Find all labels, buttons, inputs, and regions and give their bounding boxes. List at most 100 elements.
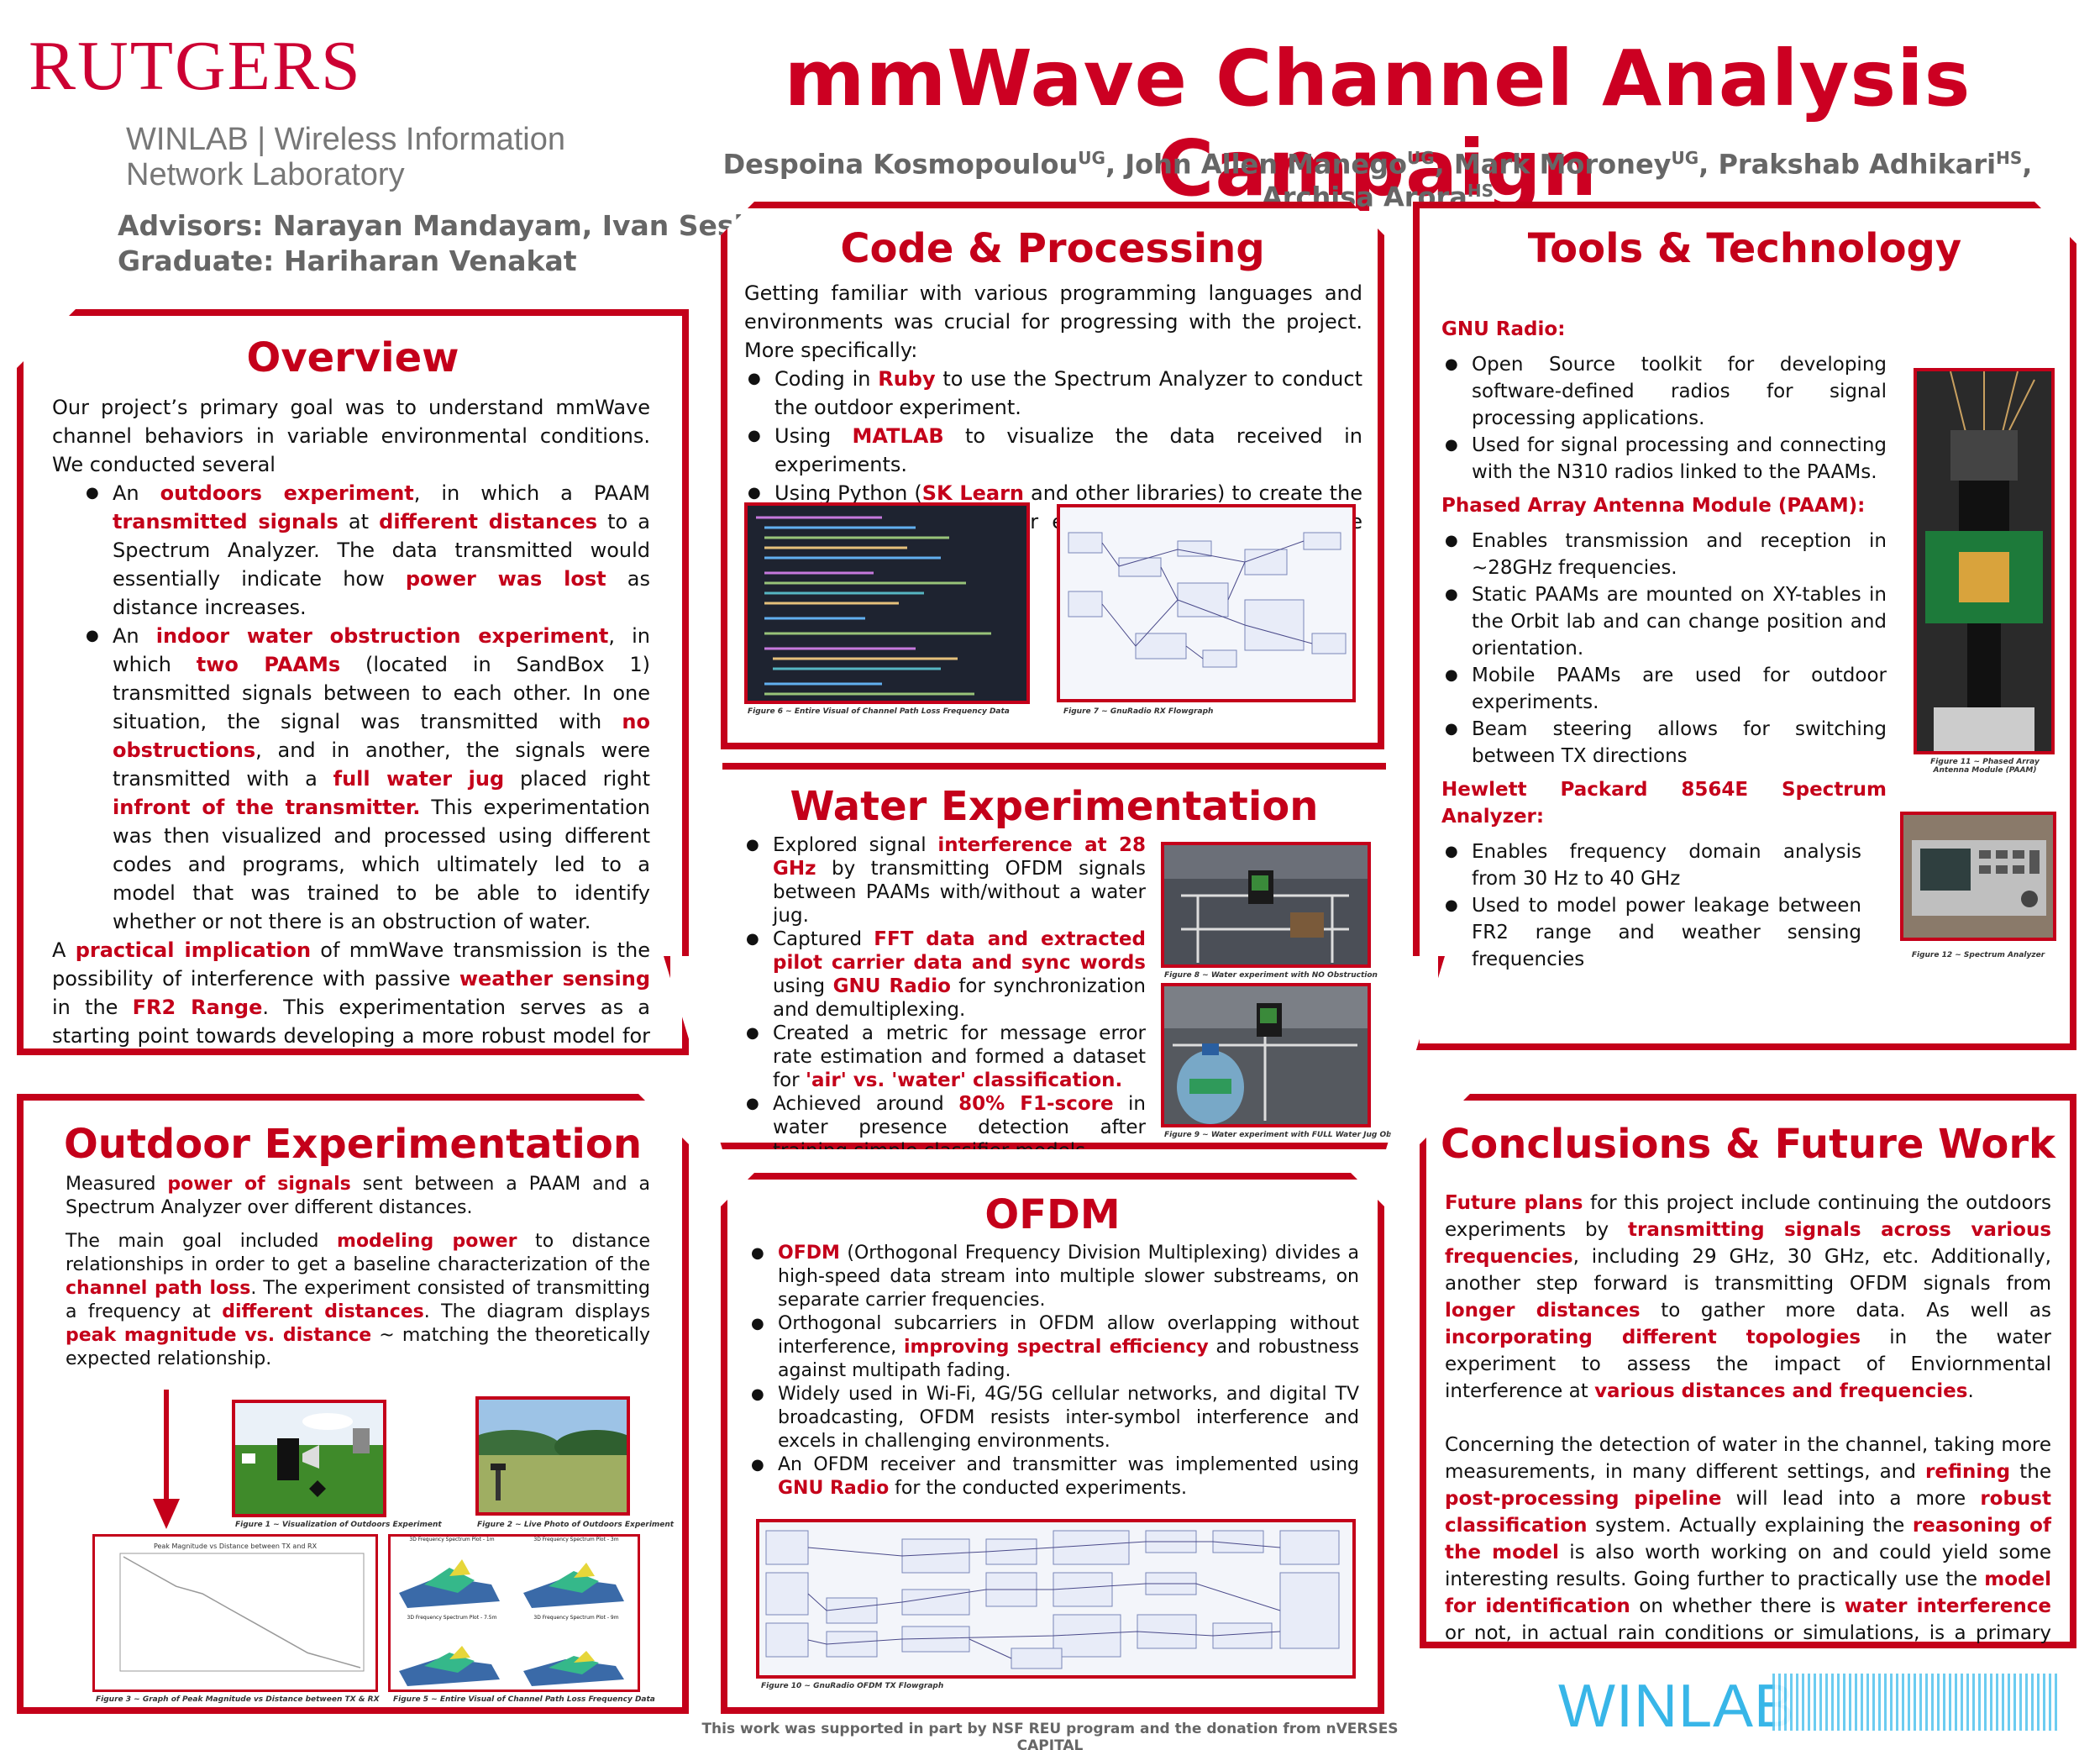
t: in the bbox=[52, 996, 133, 1019]
t: to gather more data. As well as bbox=[1640, 1300, 2051, 1322]
t: FR2 Range bbox=[132, 996, 263, 1019]
overview-title: Overview bbox=[246, 334, 459, 381]
rutgers-logo: RUTGERS bbox=[29, 27, 362, 105]
t: robust classification bbox=[1445, 1488, 2051, 1537]
down-arrow-icon bbox=[150, 1390, 183, 1532]
author: Prakshab Adhikari bbox=[1718, 148, 1997, 181]
t: . The diagram displays bbox=[423, 1301, 651, 1322]
t: Future plans bbox=[1445, 1192, 1583, 1214]
t: . bbox=[1967, 1380, 1974, 1402]
rx-flowgraph bbox=[1057, 504, 1356, 702]
t: to use the Spectrum Analyzer to conduct … bbox=[774, 367, 1362, 419]
t: different distances bbox=[222, 1301, 424, 1322]
t: GNU Radio bbox=[778, 1478, 890, 1499]
t: on whether there is bbox=[1630, 1595, 1845, 1617]
t: power of signals bbox=[167, 1174, 351, 1195]
t: two PAAMs bbox=[196, 653, 341, 676]
t: reasoning of the model bbox=[1445, 1515, 2051, 1563]
paam-photo-graphic bbox=[1917, 371, 2051, 751]
spectrum-grid: 3D Frequency Spectrum Plot - 1m 3D Frequ… bbox=[391, 1537, 638, 1690]
peak-magnitude-svg: Peak Magnitude vs Distance between TX an… bbox=[95, 1537, 375, 1690]
t: This experimentation was then visualized… bbox=[113, 796, 650, 933]
gnu-heading: GNU Radio: bbox=[1441, 318, 1566, 340]
paam-photo bbox=[1914, 368, 2055, 754]
t: (Orthogonal Frequency Division Multiplex… bbox=[778, 1243, 1359, 1311]
spectrum-plot: 3D Frequency Spectrum Plot - 1m bbox=[391, 1537, 513, 1613]
ofdm-bullet-3: Widely used in Wi-Fi, 4G/5G cellular net… bbox=[748, 1383, 1359, 1453]
paam-bullet-4: Beam steering allows for switching betwe… bbox=[1441, 716, 1887, 770]
water-panel: Water Experimentation Explored signal in… bbox=[664, 763, 1445, 1149]
outdoor-fig1-caption: Figure 1 ~ Visualization of Outdoors Exp… bbox=[235, 1521, 442, 1529]
lab-line-2: Network Laboratory bbox=[126, 157, 405, 192]
outdoor-para-1: Measured power of signals sent between a… bbox=[66, 1173, 650, 1220]
t: An OFDM receiver and transmitter was imp… bbox=[778, 1454, 1359, 1475]
t: Measured bbox=[66, 1174, 168, 1195]
t: for this project include continuing the … bbox=[1445, 1192, 2051, 1241]
ofdm-title: OFDM bbox=[984, 1191, 1121, 1238]
t: OFDM bbox=[778, 1243, 840, 1264]
water-no-obstruction-photo bbox=[1161, 842, 1371, 968]
t: or not, in actual rain conditions or sim… bbox=[1445, 1622, 2051, 1671]
t: practical implication bbox=[75, 938, 312, 962]
code-lines-graphic bbox=[748, 506, 1026, 701]
advisors: Advisors: Narayan Mandayam, Ivan Seskar bbox=[118, 209, 785, 242]
t: and robustness against multipath fading. bbox=[778, 1337, 1360, 1381]
outdoor-photo-graphic bbox=[479, 1400, 627, 1512]
advisors-block: Advisors: Narayan Mandayam, Ivan Seskar … bbox=[118, 208, 785, 279]
t: . This experimentation serves as a start… bbox=[52, 996, 650, 1105]
author: Despoina Kosmopoulou bbox=[722, 148, 1079, 181]
water-bullet-2: Captured FFT data and extracted pilot ca… bbox=[743, 928, 1146, 1022]
outdoor-body: Measured power of signals sent between a… bbox=[24, 1168, 682, 1371]
t: improving spectral efficiency bbox=[903, 1337, 1209, 1358]
water-photo-1-graphic bbox=[1164, 845, 1368, 964]
lab-line-1: WINLAB | Wireless Information bbox=[126, 122, 566, 157]
author-sup: UG bbox=[1078, 148, 1105, 168]
t: interference at 28 GHz bbox=[773, 834, 1147, 880]
spectrum-surface bbox=[391, 1621, 508, 1688]
t: to a Spectrum Analyzer. The data transmi… bbox=[113, 510, 650, 591]
water-title: Water Experimentation bbox=[790, 783, 1319, 830]
gnu-bullet-2: Used for signal processing and connectin… bbox=[1441, 432, 1887, 486]
hp-bullet-2: Used to model power leakage between FR2 … bbox=[1441, 892, 1861, 973]
t: modeling power bbox=[337, 1231, 517, 1252]
outdoor-fig5-caption: Figure 5 ~ Entire Visual of Channel Path… bbox=[393, 1695, 655, 1704]
peak-magnitude-chart: Peak Magnitude vs Distance between TX an… bbox=[92, 1534, 378, 1692]
spectrum-surface bbox=[515, 1542, 633, 1610]
spectrum-surface bbox=[515, 1621, 633, 1688]
t: by transmitting OFDM signals between PAA… bbox=[773, 858, 1146, 927]
t: at bbox=[338, 510, 380, 533]
spectrum-plots: 3D Frequency Spectrum Plot - 1m 3D Frequ… bbox=[388, 1534, 640, 1692]
code-title: Code & Processing bbox=[840, 225, 1265, 272]
paam-bullet-2: Static PAAMs are mounted on XY-tables in… bbox=[1441, 581, 1887, 662]
author: Mark Moroney bbox=[1453, 148, 1672, 181]
winlab-logo: WINLAB bbox=[1558, 1673, 1796, 1740]
conclusions-para-2: Concerning the detection of water in the… bbox=[1445, 1432, 2051, 1671]
code-intro: Getting familiar with various programmin… bbox=[744, 281, 1362, 362]
spectrum-plot-title: 3D Frequency Spectrum Plot - 9m bbox=[533, 1615, 619, 1621]
outdoor-panel: Outdoor Experimentation Measured power o… bbox=[17, 1094, 689, 1714]
water-bullet-1: Explored signal interference at 28 GHz b… bbox=[743, 833, 1146, 928]
t: peak magnitude vs. distance bbox=[66, 1325, 372, 1346]
paam-caption: Figure 11 ~ Phased Array Antenna Module … bbox=[1930, 758, 2040, 775]
t: of mmWave transmission is the possibilit… bbox=[52, 938, 651, 991]
hp-heading: Hewlett Packard 8564E Spectrum Analyzer: bbox=[1441, 779, 1887, 828]
t: Achieved around bbox=[773, 1093, 959, 1115]
poster-title: mmWave Channel Analysis Campaign bbox=[784, 34, 1971, 213]
ofdm-bullet-2: Orthogonal subcarriers in OFDM allow ove… bbox=[748, 1312, 1359, 1383]
t: A bbox=[52, 938, 76, 962]
graduate: Graduate: Hariharan Venakat bbox=[118, 244, 577, 277]
t: system. Actually explaining the bbox=[1587, 1515, 1913, 1537]
t: infront of the transmitter. bbox=[113, 796, 421, 819]
code-bullet-matlab: Using MATLAB to visualize the data recei… bbox=[744, 422, 1362, 479]
t: ~ matching the theoretically expected re… bbox=[66, 1325, 650, 1369]
water-bullet-4: Achieved around 80% F1-score in water pr… bbox=[743, 1092, 1146, 1163]
t: will lead into a more bbox=[1721, 1488, 1981, 1510]
t: SK Learn bbox=[921, 481, 1025, 505]
ofdm-tx-flowgraph bbox=[756, 1519, 1356, 1679]
chart-title: Peak Magnitude vs Distance between TX an… bbox=[154, 1542, 318, 1550]
t: for the conducted experiments. bbox=[889, 1478, 1187, 1499]
conclusions-body: Future plans for this project include co… bbox=[1426, 1168, 2070, 1671]
outdoor-para-2: The main goal included modeling power to… bbox=[66, 1230, 650, 1371]
water-fig9-caption: Figure 9 ~ Water experiment with FULL Wa… bbox=[1164, 1131, 1431, 1139]
hp-bullet-1: Enables frequency domain analysis from 3… bbox=[1441, 838, 1861, 892]
